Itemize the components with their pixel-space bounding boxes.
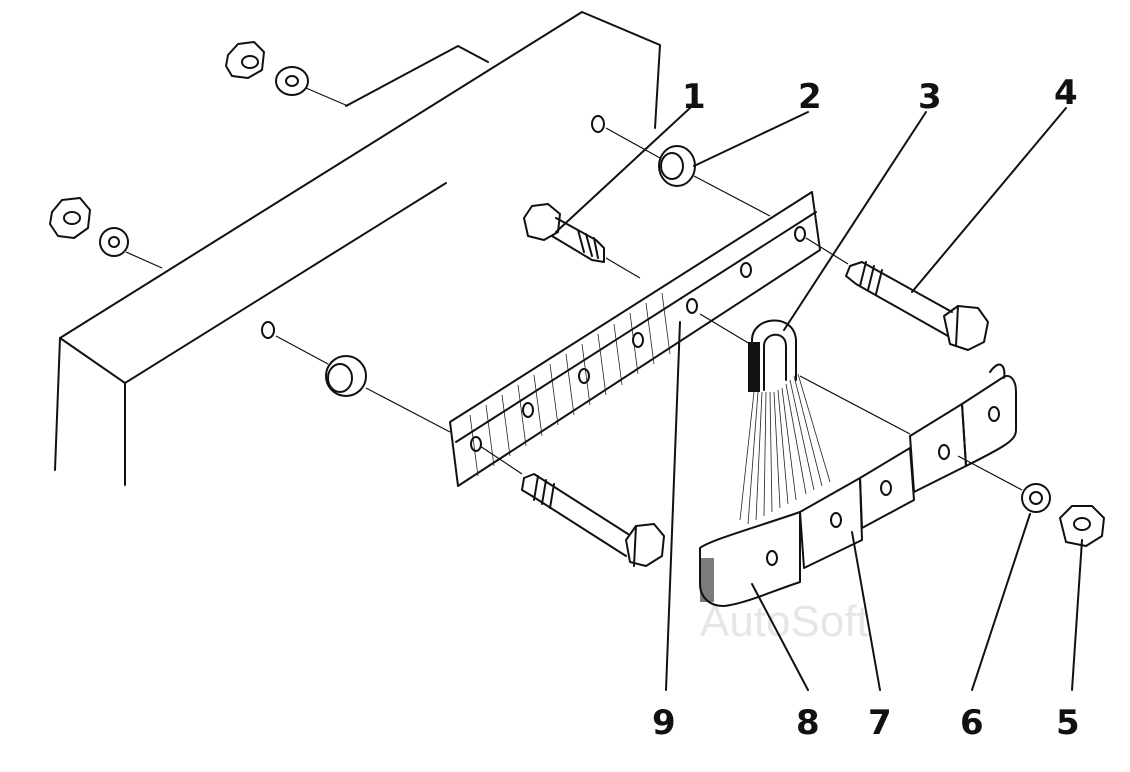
label-5: 5 (1056, 703, 1080, 743)
watermark-text: AutoSoft (700, 597, 869, 646)
label-6: 6 (960, 703, 984, 743)
frame-hole-upper (591, 115, 605, 133)
label-1: 1 (682, 77, 706, 117)
label-7: 7 (868, 703, 892, 743)
label-3: 3 (918, 77, 942, 117)
bar-end-shading (700, 558, 714, 602)
brush-bristles (739, 373, 831, 525)
label-2: 2 (798, 77, 822, 117)
label-8: 8 (796, 703, 820, 743)
label-9: 9 (652, 703, 676, 743)
brush-holder-bar (699, 363, 1017, 607)
spacer-washer-lower (275, 335, 451, 433)
label-4: 4 (1054, 73, 1078, 113)
frame-nut-left (49, 197, 163, 269)
frame-nut-top (225, 41, 349, 107)
mounting-frame (54, 11, 661, 486)
bolt-lower (479, 445, 665, 567)
bolt-right (805, 237, 989, 351)
leader-lines (555, 107, 1083, 691)
brush-shunt (739, 319, 911, 525)
nut-right (1059, 505, 1105, 547)
plate-shading (469, 292, 671, 477)
frame-hole-lower (261, 321, 275, 339)
bolt-upper-left (523, 203, 761, 351)
brush-holder-plate (449, 191, 821, 487)
lock-washer-right (957, 455, 1051, 513)
